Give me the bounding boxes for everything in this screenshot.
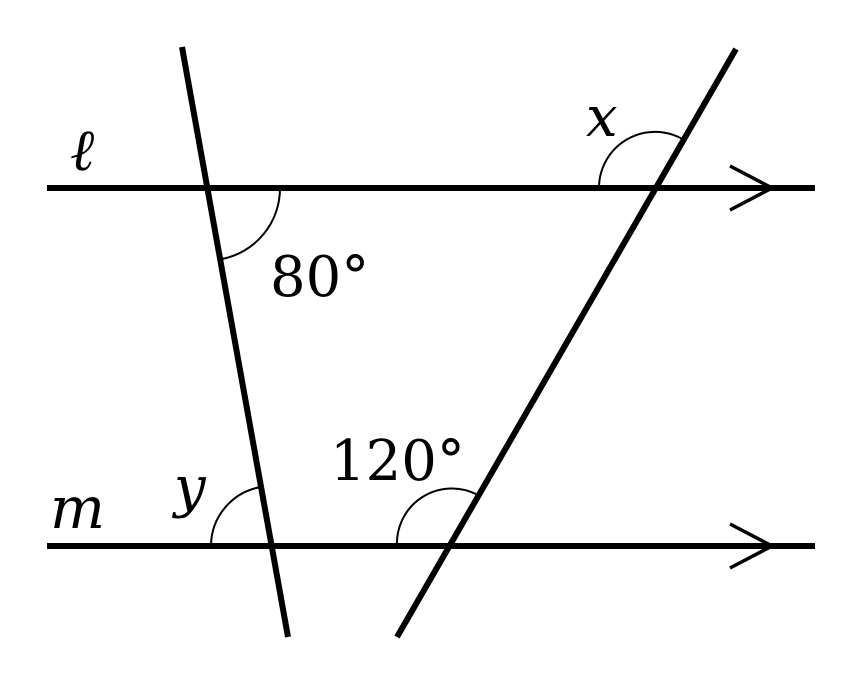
transversal-right xyxy=(394,47,739,639)
line-l-arrowhead xyxy=(729,164,776,212)
label-angle-x: x xyxy=(586,85,618,150)
label-angle-80: 80° xyxy=(270,245,369,310)
label-angle-y: y xyxy=(171,455,207,520)
label-angle-120: 120° xyxy=(330,429,465,494)
label-line-m: m xyxy=(50,474,105,542)
angle-arc-x xyxy=(597,130,685,189)
transversal-left xyxy=(179,46,291,638)
angle-arc-y xyxy=(210,486,262,547)
line-m-arrowhead xyxy=(729,522,776,570)
angle-arc-80 xyxy=(221,187,282,260)
label-line-l: ℓ xyxy=(70,116,94,184)
angle-arc-120 xyxy=(395,487,477,547)
